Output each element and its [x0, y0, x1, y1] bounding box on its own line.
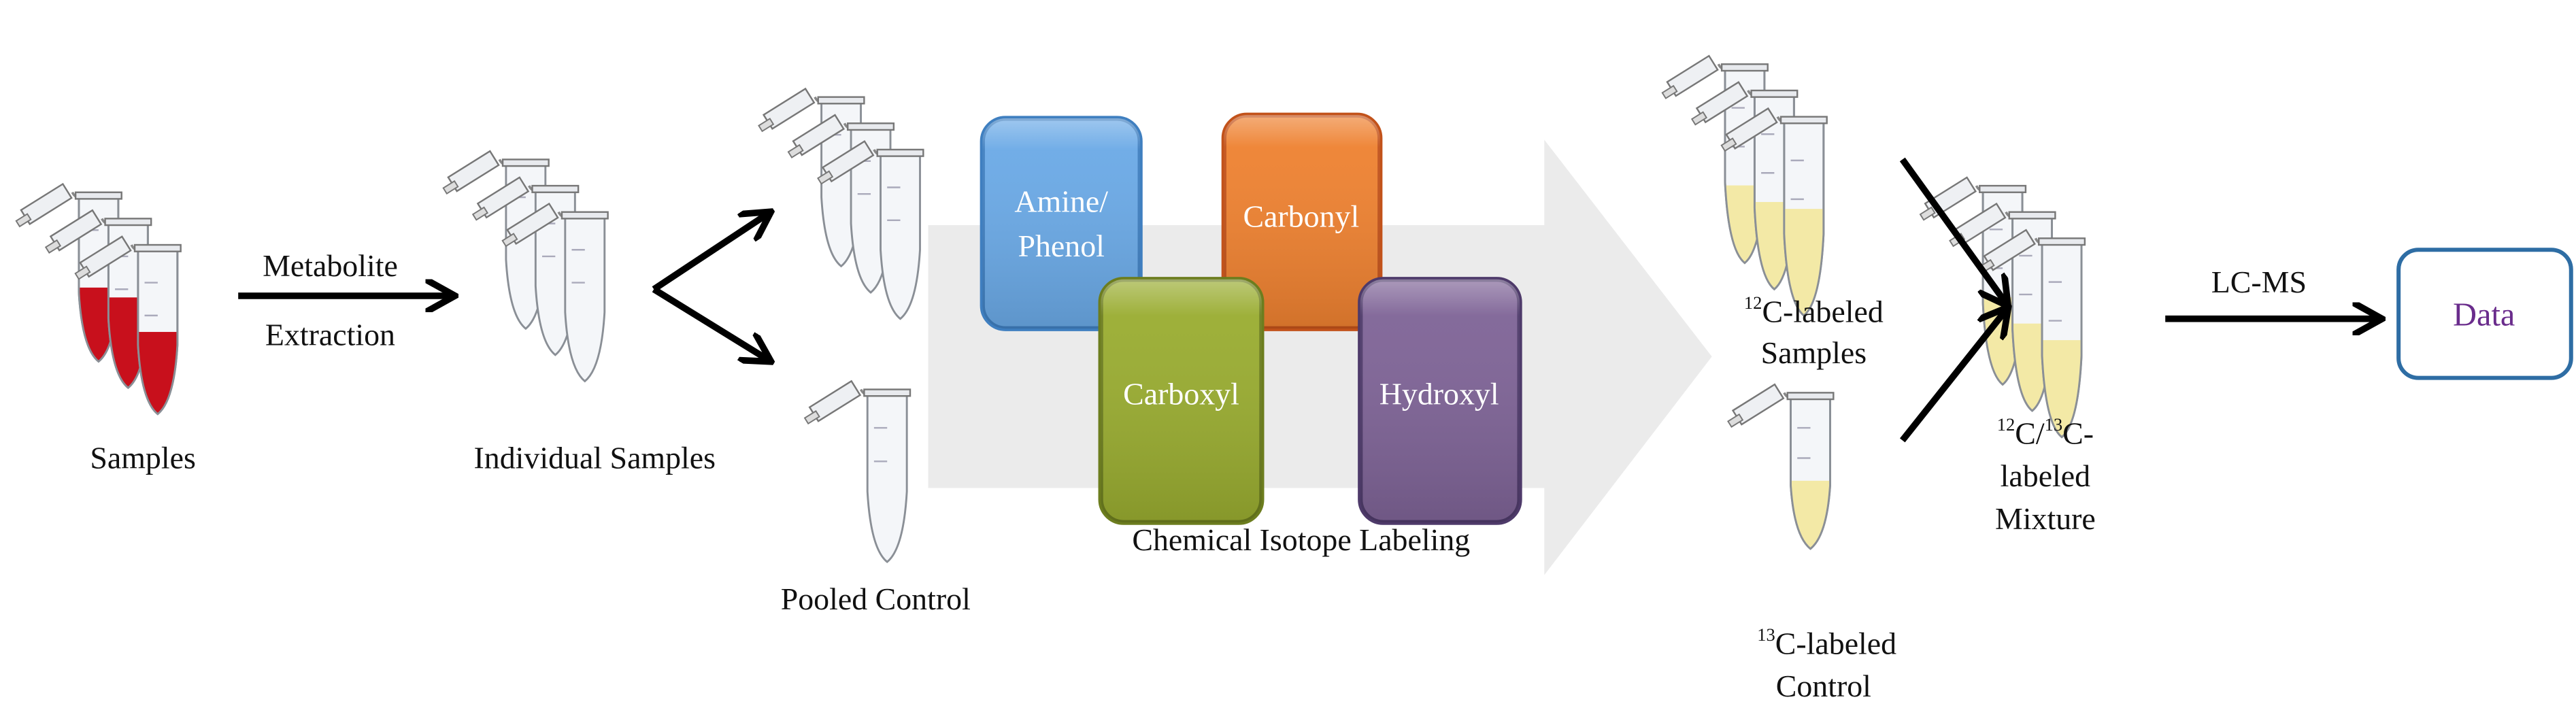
superscript: 12 [1997, 414, 2015, 435]
text: C-labeled [1762, 295, 1883, 329]
tube-icon [442, 150, 550, 331]
box-label: Hydroxyl [1379, 376, 1499, 411]
text: C-labeled [1775, 626, 1896, 660]
labeled-samples-line2: Samples [1761, 335, 1867, 370]
data-box: Data [2396, 248, 2573, 380]
merge-arrow-bottom [1899, 312, 2005, 443]
labeling-box-amine-phenol: Amine/ Phenol [980, 116, 1143, 331]
text: C/ [2015, 416, 2045, 450]
superscript: 12 [1744, 292, 1762, 313]
labeled-control-line2: Control [1776, 669, 1871, 703]
split-arrow-down [652, 286, 765, 358]
tube-icon [1720, 107, 1828, 317]
text: C- [2062, 416, 2094, 450]
tube-icon [758, 87, 865, 268]
labeled-samples-line1: 12C-labeled [1744, 292, 1884, 329]
tube-icon [1727, 383, 1835, 550]
labeling-box-hydroxyl: Hydroxyl [1358, 277, 1522, 525]
individual-samples-label: Individual Samples [474, 440, 716, 475]
tube-icon [803, 380, 911, 564]
mixture-line2: labeled [2001, 458, 2091, 493]
box-label: Amine/ [1014, 184, 1108, 219]
mixture-line3: Mixture [1995, 501, 2096, 536]
superscript: 13 [1757, 624, 1775, 645]
data-label: Data [2453, 297, 2515, 333]
split-arrow-up [652, 216, 765, 292]
samples-label: Samples [90, 440, 195, 475]
extraction-label-line1: Metabolite [263, 248, 398, 283]
superscript: 13 [2045, 414, 2063, 435]
lcms-label: LC-MS [2211, 265, 2307, 299]
box-label: Phenol [1018, 229, 1104, 263]
tube-icon [817, 140, 924, 320]
labeling-box-carbonyl: Carbonyl [1221, 112, 1383, 331]
tube-icon [501, 202, 609, 383]
arrows [238, 157, 2375, 443]
labeling-box-carboxyl: Carboxyl [1098, 277, 1265, 525]
mixture-line1: 12C/13C- [1997, 414, 2094, 450]
merge-arrow-top [1899, 157, 2005, 301]
box-label: Carbonyl [1243, 199, 1359, 233]
labeling-title: Chemical Isotope Labeling [1132, 522, 1470, 557]
box-label: Carboxyl [1123, 376, 1239, 411]
pooled-control-label: Pooled Control [781, 582, 971, 616]
labeled-control-line1: 13C-labeled [1757, 624, 1896, 660]
extraction-label-line2: Extraction [265, 317, 395, 352]
